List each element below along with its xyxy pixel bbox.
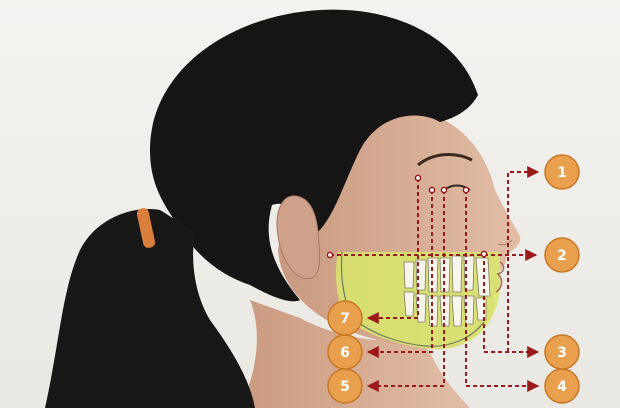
callout-label-4: 4 — [557, 379, 567, 395]
callout-badge-3: 3 — [545, 335, 579, 369]
callout-label-3: 3 — [557, 345, 567, 361]
landmark-point — [415, 175, 420, 180]
callout-badge-1: 1 — [545, 155, 579, 189]
landmark-point — [429, 187, 434, 192]
landmark-point — [327, 252, 332, 257]
callout-badge-5: 5 — [328, 369, 362, 403]
landmark-point — [481, 251, 486, 256]
callout-badge-7: 7 — [328, 301, 362, 335]
callout-label-1: 1 — [557, 165, 567, 181]
callout-badge-4: 4 — [545, 369, 579, 403]
callout-label-2: 2 — [557, 248, 567, 264]
landmark-point — [463, 187, 468, 192]
callout-label-5: 5 — [340, 379, 350, 395]
callout-label-6: 6 — [340, 345, 350, 361]
callout-badge-6: 6 — [328, 335, 362, 369]
callout-label-7: 7 — [340, 311, 350, 327]
callout-badge-2: 2 — [545, 238, 579, 272]
landmark-point — [441, 187, 446, 192]
